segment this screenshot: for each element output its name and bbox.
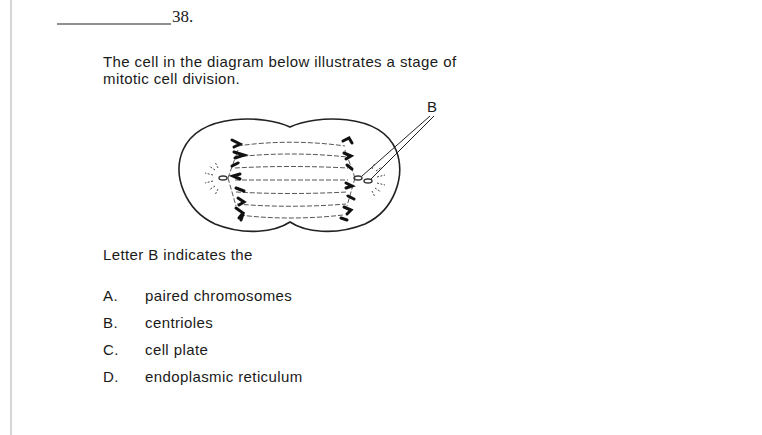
option-letter: D. <box>103 368 119 385</box>
answer-blank <box>57 24 171 25</box>
question-stem: Letter B indicates the <box>103 246 253 263</box>
page-edge <box>10 0 12 435</box>
option-letter: A. <box>103 287 118 304</box>
callout-letter: B <box>427 98 437 115</box>
chromosomes <box>232 138 354 220</box>
spindle-fibers <box>228 142 355 218</box>
question-text: The cell in the diagram below illustrate… <box>103 53 503 87</box>
centrioles <box>205 162 385 197</box>
option-text: cell plate <box>145 341 208 358</box>
option-text: paired chromosomes <box>145 287 292 304</box>
question-number: 38. <box>172 8 193 25</box>
leader-lines <box>362 116 434 179</box>
option-letter: B. <box>103 314 118 331</box>
option-letter: C. <box>103 341 119 358</box>
option-text: centrioles <box>145 314 213 331</box>
cell-membrane <box>179 119 399 231</box>
option-text: endoplasmic reticulum <box>145 368 303 385</box>
